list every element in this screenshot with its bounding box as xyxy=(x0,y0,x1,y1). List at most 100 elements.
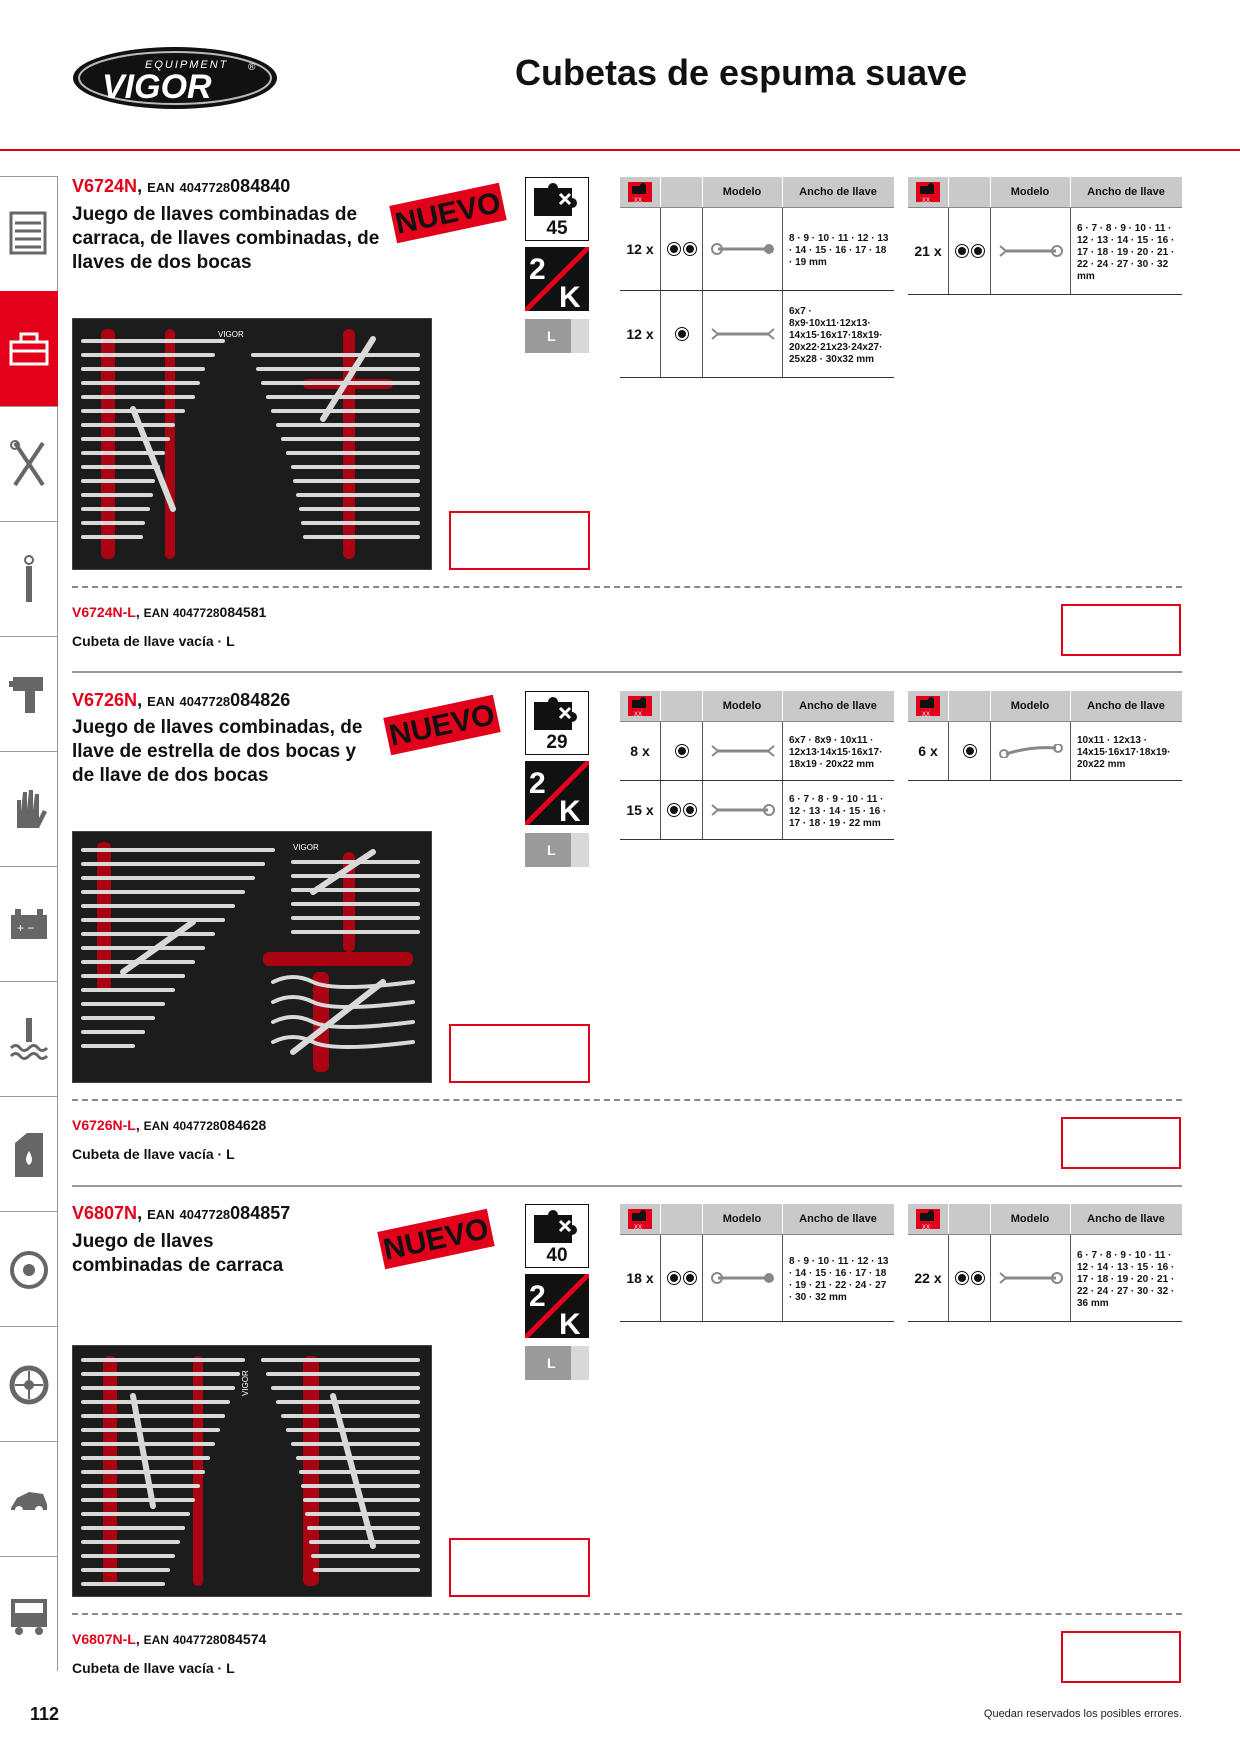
sidebar-item-toolbox[interactable] xyxy=(0,291,58,406)
tray-count-icon: XX xyxy=(916,1209,940,1231)
spec-row: 22 x 6 · 7 · 8 · 9 · 10 · 11 · 12 · 14 ·… xyxy=(908,1235,1182,1322)
spec-table: XX Modelo Ancho de llave 21 x 6 · 7 · 8 … xyxy=(908,177,1182,295)
piece-count-badge: 29 xyxy=(525,691,589,755)
svg-text:®: ® xyxy=(248,62,256,73)
oil-can-icon xyxy=(15,1133,43,1177)
ratchet-combination-wrench-icon xyxy=(711,243,774,255)
spec-table: XX Modelo Ancho de llave 18 x 8 · 9 · 10… xyxy=(620,1204,894,1322)
header-divider xyxy=(0,149,1240,151)
spec-table-header: XX Modelo Ancho de llave xyxy=(908,691,1182,722)
logo-equipment-text: EQUIPMENT xyxy=(145,59,228,71)
single-head-icon xyxy=(948,722,991,780)
section-divider xyxy=(72,1185,1182,1187)
tray-count-icon: XX xyxy=(628,696,652,718)
spec-table: XX Modelo Ancho de llave 8 x 6x7 · 8x9 ·… xyxy=(620,691,894,840)
battery-icon: + − xyxy=(11,909,47,939)
sidebar-item-body[interactable] xyxy=(0,1441,58,1556)
product-title: Juego de llaves combinadas de carraca xyxy=(72,1231,284,1276)
spec-table-header: XX Modelo Ancho de llave xyxy=(908,177,1182,208)
spec-row: 12 x 8 · 9 · 10 · 11 · 12 · 13 · 14 · 15… xyxy=(620,208,894,291)
page-number: 112 xyxy=(30,1704,60,1724)
header-modelo: Modelo xyxy=(722,700,762,712)
product-code: V6807N, EAN 4047728084857 xyxy=(72,1203,291,1223)
empty-tray-desc: Cubeta de llave vacía · L xyxy=(72,1146,235,1162)
price-box xyxy=(1061,1631,1181,1683)
product-code: V6726N, EAN 4047728084826 xyxy=(72,690,291,710)
svg-text:K: K xyxy=(559,281,581,311)
sidebar-item-wheels[interactable] xyxy=(0,1326,58,1441)
header-ancho: Ancho de llave xyxy=(799,1213,877,1225)
header-modelo: Modelo xyxy=(722,186,762,198)
empty-tray-code: V6807N-L, EAN 4047728084574 xyxy=(72,1631,267,1647)
sidebar-item-battery[interactable]: + − xyxy=(0,866,58,981)
sidebar-item-oil[interactable] xyxy=(0,1096,58,1211)
sidebar-item-gloves[interactable] xyxy=(0,751,58,866)
spec-table: XX Modelo Ancho de llave 12 x 8 · 9 · 10… xyxy=(620,177,894,378)
double-head-icon xyxy=(948,208,991,294)
vigor-logo: EQUIPMENT VIGOR ® xyxy=(70,40,280,112)
spec-row: 6 x 10x11 · 12x13 · 14x15·16x17·18x19· 2… xyxy=(908,722,1182,781)
puzzle-icon xyxy=(534,182,578,216)
spec-row: 8 x 6x7 · 8x9 · 10x11 · 12x13·14x15·16x1… xyxy=(620,722,894,781)
price-box xyxy=(1061,604,1181,656)
svg-text:VIGOR: VIGOR xyxy=(293,843,319,852)
empty-tray-desc: Cubeta de llave vacía · L xyxy=(72,633,235,649)
empty-tray-desc: Cubeta de llave vacía · L xyxy=(72,1660,235,1676)
price-box xyxy=(449,1538,590,1597)
svg-text:VIGOR: VIGOR xyxy=(218,330,244,339)
price-box xyxy=(449,511,590,570)
puzzle-icon xyxy=(534,1209,578,1243)
page-title: Cubetas de espuma suave xyxy=(515,52,968,93)
sidebar-item-torque[interactable] xyxy=(0,521,58,636)
brake-disc-icon xyxy=(10,1251,48,1289)
spec-row: 15 x 6 · 7 · 8 · 9 · 10 · 11 · 12 · 13 ·… xyxy=(620,781,894,840)
logo-brand-text: VIGOR xyxy=(102,68,212,106)
product-photo-foam-tray: VIGOR xyxy=(72,831,432,1083)
svg-text:VIGOR: VIGOR xyxy=(241,1370,250,1396)
spec-row: 12 x 6x7 · 8x9·10x11·12x13· 14x15·16x17·… xyxy=(620,291,894,378)
impact-wrench-icon xyxy=(9,677,43,713)
double-ring-wrench-icon xyxy=(999,744,1063,758)
header-modelo: Modelo xyxy=(1010,186,1050,198)
combination-wrench-icon xyxy=(711,804,775,816)
svg-text:XX: XX xyxy=(922,1225,930,1231)
svg-text:XX: XX xyxy=(634,712,642,718)
truck-icon xyxy=(11,1599,47,1635)
dashed-divider xyxy=(72,1099,1182,1101)
sidebar-item-hand-tools[interactable] xyxy=(0,406,58,521)
tray-count-icon: XX xyxy=(628,182,652,204)
spec-table-header: XX Modelo Ancho de llave xyxy=(620,691,894,722)
open-end-wrench-icon xyxy=(711,328,775,340)
disclaimer: Quedan reservados los posibles errores. xyxy=(983,1708,1182,1720)
header-modelo: Modelo xyxy=(1010,1213,1050,1225)
wheel-icon xyxy=(9,1365,49,1405)
product-title: Juego de llaves combinadas, de llave de … xyxy=(72,717,363,786)
header-ancho: Ancho de llave xyxy=(799,186,877,198)
header-modelo: Modelo xyxy=(722,1213,762,1225)
sidebar-item-tool-cabinet[interactable] xyxy=(0,176,58,291)
sidebar-item-pneumatic[interactable] xyxy=(0,636,58,751)
tray-count-icon: XX xyxy=(628,1209,652,1231)
sidebar-item-brakes[interactable] xyxy=(0,1211,58,1326)
product-code: V6724N, EAN 4047728084840 xyxy=(72,176,291,196)
tool-cabinet-icon xyxy=(9,211,47,255)
price-box xyxy=(449,1024,590,1083)
section-divider xyxy=(72,671,1182,673)
spec-table-header: XX Modelo Ancho de llave xyxy=(620,1204,894,1235)
svg-text:+ −: + − xyxy=(17,921,34,935)
svg-text:XX: XX xyxy=(922,198,930,204)
toolbox-icon xyxy=(9,332,49,366)
sidebar-item-truck[interactable] xyxy=(0,1556,58,1671)
tray-count-icon: XX xyxy=(916,696,940,718)
svg-text:XX: XX xyxy=(634,1225,642,1231)
gloves-icon xyxy=(17,790,47,828)
combination-wrench-icon xyxy=(999,1272,1063,1284)
sidebar-item-coolant[interactable] xyxy=(0,981,58,1096)
ratchet-combination-wrench-icon xyxy=(711,1272,774,1284)
header-ancho: Ancho de llave xyxy=(1087,1213,1165,1225)
nuevo-badge: NUEVO xyxy=(377,1208,495,1270)
svg-text:2: 2 xyxy=(529,767,546,800)
